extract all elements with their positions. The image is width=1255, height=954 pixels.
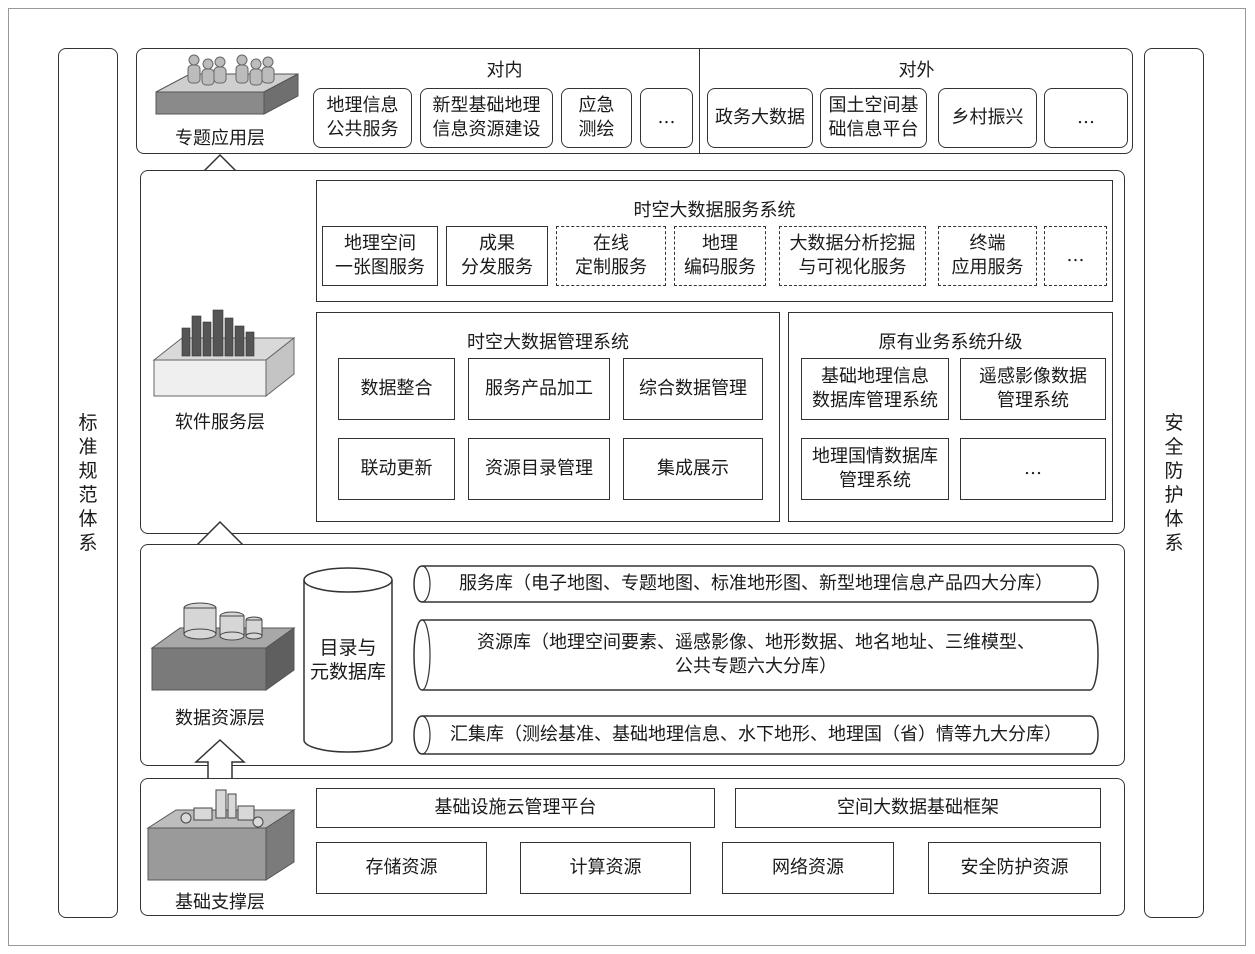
legacy-upgrade-title: 原有业务系统升级 — [878, 332, 1023, 353]
security-system-panel — [1144, 48, 1204, 918]
standards-char: 标 — [78, 412, 98, 434]
service-item: 大数据分析挖掘 与可视化服务 — [779, 226, 926, 286]
resource-item: 安全防护资源 — [928, 842, 1101, 894]
security-system-label: 安 全 防 护 体 系 — [1144, 48, 1204, 918]
inner-title: 对内 — [486, 60, 523, 81]
app-inner-item: … — [640, 88, 693, 148]
catalog-database-cylinder: 目录与 元数据库 — [302, 566, 394, 754]
legacy-item: 地理国情数据库 管理系统 — [801, 438, 949, 500]
resource-database-label: 资源库（地理空间要素、遥感影像、地形数据、地名地址、三维模型、 公共专题六大分库… — [477, 632, 1035, 677]
service-item: 终端 应用服务 — [938, 226, 1037, 286]
outer-title: 对外 — [898, 60, 935, 81]
standards-char: 规 — [78, 460, 98, 482]
management-item: 数据整合 — [338, 358, 455, 420]
management-item: 资源目录管理 — [468, 438, 610, 500]
resource-item: 网络资源 — [722, 842, 894, 894]
diagram-frame — [8, 8, 1246, 946]
security-char: 系 — [1164, 532, 1184, 554]
database-server-icon — [150, 598, 296, 694]
standards-char: 准 — [78, 436, 98, 458]
legacy-item: … — [960, 438, 1106, 500]
city-buildings-icon — [152, 308, 296, 398]
collection-database-drum: 汇集库（测绘基准、基础地理信息、水下地形、地理国（省）情等九大分库） — [412, 714, 1100, 756]
app-inner-item: 应急 测绘 — [561, 88, 632, 148]
standards-system-label: 标 准 规 范 体 系 — [58, 48, 118, 918]
service-item: … — [1044, 226, 1107, 286]
inner-outer-divider — [699, 48, 700, 154]
service-database-drum: 服务库（电子地图、专题地图、标准地形图、新型地理信息产品四大分库） — [412, 564, 1100, 604]
app-outer-item: … — [1044, 88, 1128, 148]
management-item: 联动更新 — [338, 438, 455, 500]
catalog-database-label: 目录与 元数据库 — [309, 637, 386, 683]
app-inner-item: 新型基础地理 信息资源建设 — [420, 88, 553, 148]
cloud-management-platform: 基础设施云管理平台 — [316, 788, 715, 828]
management-system-title: 时空大数据管理系统 — [467, 332, 629, 353]
app-inner-item: 地理信息 公共服务 — [313, 88, 412, 148]
service-item: 成果 分发服务 — [446, 226, 548, 286]
standards-system-panel — [58, 48, 118, 918]
app-layer-label: 专题应用层 — [175, 128, 265, 149]
app-outer-item: 国土空间基 础信息平台 — [820, 88, 927, 148]
resource-database-drum: 资源库（地理空间要素、遥感影像、地形数据、地名地址、三维模型、 公共专题六大分库… — [412, 618, 1100, 692]
standards-char: 系 — [78, 532, 98, 554]
service-database-label: 服务库（电子地图、专题地图、标准地形图、新型地理信息产品四大分库） — [459, 573, 1053, 594]
security-char: 护 — [1164, 484, 1184, 506]
resource-item: 计算资源 — [520, 842, 691, 894]
app-outer-item: 政务大数据 — [707, 88, 813, 148]
management-item: 集成展示 — [623, 438, 763, 500]
collection-database-label: 汇集库（测绘基准、基础地理信息、水下地形、地理国（省）情等九大分库） — [450, 724, 1062, 745]
service-item: 在线 定制服务 — [556, 226, 666, 286]
data-layer-label: 数据资源层 — [175, 708, 265, 729]
infra-layer-label: 基础支撑层 — [175, 892, 265, 913]
spatial-big-data-framework: 空间大数据基础框架 — [735, 788, 1101, 828]
security-char: 安 — [1164, 412, 1184, 434]
network-devices-icon — [146, 788, 296, 882]
service-item: 地理空间 一张图服务 — [322, 226, 438, 286]
security-char: 全 — [1164, 436, 1184, 458]
app-outer-item: 乡村振兴 — [938, 88, 1037, 148]
standards-char: 体 — [78, 508, 98, 530]
people-group-icon — [150, 52, 300, 120]
standards-char: 范 — [78, 484, 98, 506]
software-layer-label: 软件服务层 — [175, 412, 265, 433]
legacy-item: 基础地理信息 数据库管理系统 — [801, 358, 949, 420]
resource-item: 存储资源 — [316, 842, 487, 894]
management-item: 综合数据管理 — [623, 358, 763, 420]
management-item: 服务产品加工 — [468, 358, 610, 420]
legacy-item: 遥感影像数据 管理系统 — [960, 358, 1106, 420]
service-item: 地理 编码服务 — [674, 226, 766, 286]
security-char: 体 — [1164, 508, 1184, 530]
security-char: 防 — [1164, 460, 1184, 482]
service-system-title: 时空大数据服务系统 — [633, 200, 796, 221]
